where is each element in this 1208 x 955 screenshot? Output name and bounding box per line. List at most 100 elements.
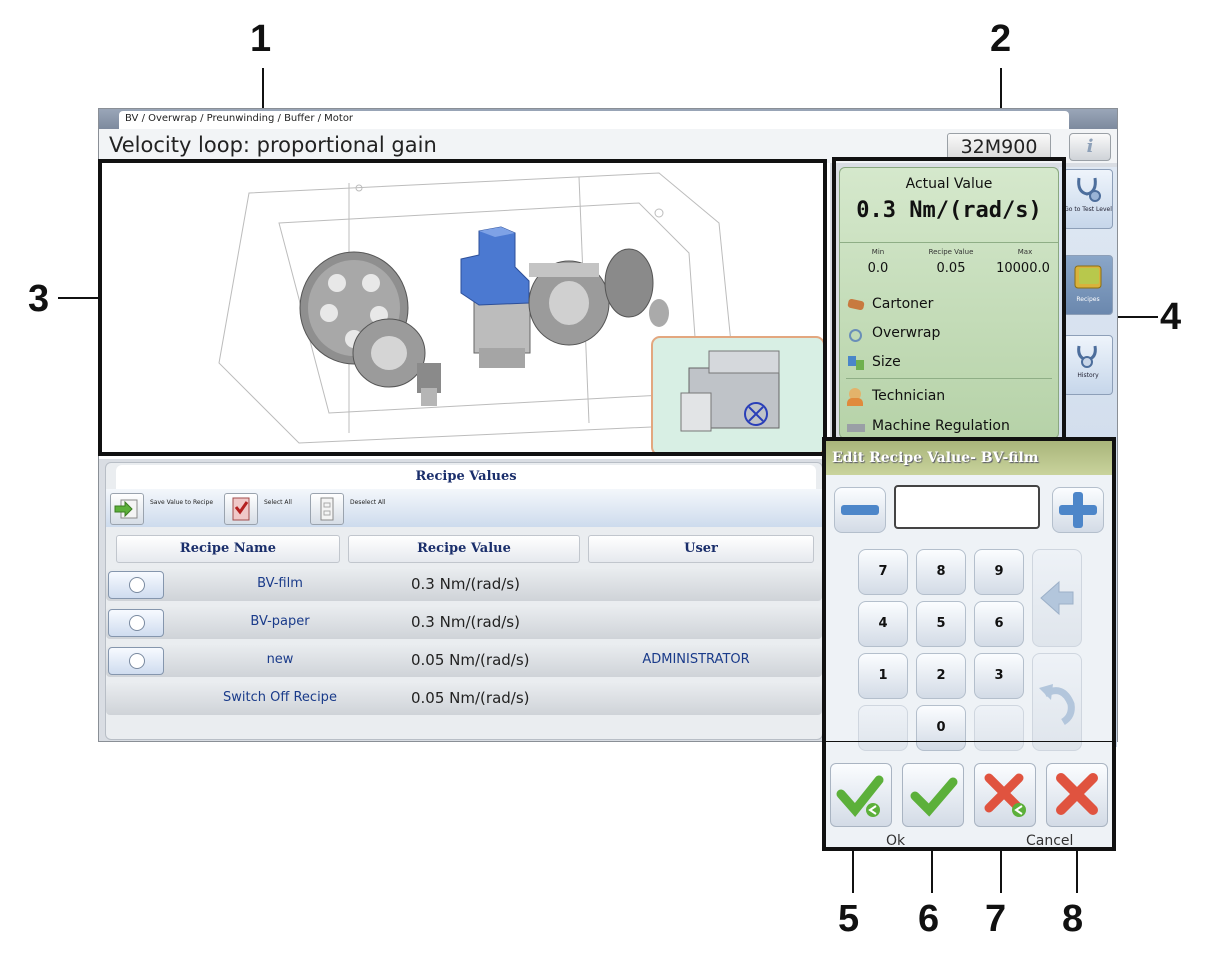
context-technician[interactable]: Technician <box>846 386 1052 410</box>
recipe-values-panel: Recipe Values Save Value to Recipe Selec… <box>105 462 823 740</box>
undo-button[interactable] <box>1032 653 1082 751</box>
key-8[interactable]: 8 <box>916 549 966 595</box>
stethoscope-icon <box>1077 177 1101 202</box>
recipe-name-cell: BV-paper <box>250 614 310 629</box>
ok-button[interactable] <box>902 763 964 827</box>
cancel-label: Cancel <box>1026 833 1074 849</box>
callout-1: 1 <box>250 18 272 60</box>
check-back-icon <box>836 775 884 818</box>
edit-recipe-value-dialog: Edit Recipe Value- BV-film 7 8 9 4 5 6 1… <box>822 437 1116 851</box>
table-row[interactable]: new 0.05 Nm/(rad/s) ADMINISTRATOR <box>106 645 822 677</box>
technician-icon <box>849 388 861 400</box>
context-overwrap[interactable]: Overwrap <box>846 323 1052 347</box>
radio-indicator <box>129 615 145 631</box>
recipe-toolbar: Save Value to Recipe Select All Deselect… <box>106 489 822 527</box>
left-reel <box>299 251 441 406</box>
info-button[interactable]: i <box>1069 133 1111 161</box>
recipe-value-cell: 0.05 Nm/(rad/s) <box>411 651 530 669</box>
key-6[interactable]: 6 <box>974 601 1024 647</box>
recipe-value-cell: 0.05 Nm/(rad/s) <box>411 689 530 707</box>
context-item-label: Technician <box>872 388 946 404</box>
column-header-user[interactable]: User <box>588 535 814 563</box>
table-row[interactable]: BV-film 0.3 Nm/(rad/s) <box>106 569 822 601</box>
recipe-value-label: Recipe Value <box>928 248 974 256</box>
ok-label: Ok <box>886 833 906 849</box>
history-button[interactable]: History <box>1063 335 1113 395</box>
technician-icon-body <box>847 398 863 406</box>
recipe-value-cell: 0.3 Nm/(rad/s) <box>411 575 520 593</box>
recipe-name-cell: BV-film <box>257 576 303 591</box>
history-icon <box>1077 345 1097 368</box>
cancel-and-back-button[interactable] <box>974 763 1036 827</box>
key-2[interactable]: 2 <box>916 653 966 699</box>
key-0[interactable]: 0 <box>916 705 966 751</box>
key-5[interactable]: 5 <box>916 601 966 647</box>
arrow-left-icon <box>1040 580 1074 616</box>
leader-line-7 <box>1000 835 1002 893</box>
context-item-label: Machine Regulation <box>872 418 1010 434</box>
actual-value-panel: Actual Value 0.3 Nm/(rad/s) Min Recipe V… <box>839 167 1059 439</box>
context-cartoner[interactable]: Cartoner <box>846 294 1052 318</box>
actual-value-label: Actual Value <box>905 176 993 192</box>
increment-button[interactable] <box>1052 487 1104 533</box>
motor-highlight <box>460 226 531 368</box>
save-to-recipe-icon <box>114 499 138 519</box>
decrement-button[interactable] <box>834 487 886 533</box>
key-9[interactable]: 9 <box>974 549 1024 595</box>
deselect-all-button[interactable] <box>310 493 344 525</box>
key-blank-right <box>974 705 1024 751</box>
size-icon <box>848 356 856 366</box>
select-all-button[interactable] <box>224 493 258 525</box>
user-cell: ADMINISTRATOR <box>642 652 750 667</box>
cross-back-icon <box>984 773 1026 817</box>
highlight-frame-actual-value <box>832 157 1066 447</box>
min-value: 0.0 <box>867 261 889 276</box>
recipes-button[interactable]: Recipes <box>1063 255 1113 315</box>
deselect-all-label: Deselect All <box>350 499 386 506</box>
save-value-to-recipe-button[interactable] <box>110 493 144 525</box>
row-select-radio[interactable] <box>108 609 164 637</box>
table-row[interactable]: Switch Off Recipe 0.05 Nm/(rad/s) <box>106 683 822 715</box>
recipe-value-cell: 0.3 Nm/(rad/s) <box>411 613 520 631</box>
recipe-book-icon <box>1074 265 1102 289</box>
side-nav-label: Go to Test Level <box>1064 206 1112 213</box>
go-to-test-level-button[interactable]: Go to Test Level <box>1063 169 1113 229</box>
divider <box>840 242 1058 243</box>
checklist-icon <box>232 497 250 521</box>
table-row[interactable]: BV-paper 0.3 Nm/(rad/s) <box>106 607 822 639</box>
callout-5: 5 <box>838 898 860 940</box>
row-select-radio[interactable] <box>108 647 164 675</box>
recipe-value: 0.05 <box>936 261 966 276</box>
key-3[interactable]: 3 <box>974 653 1024 699</box>
key-1[interactable]: 1 <box>858 653 908 699</box>
machine-thumbnail[interactable] <box>651 336 825 456</box>
undo-icon <box>1039 684 1075 726</box>
backspace-button[interactable] <box>1032 549 1082 647</box>
callout-7: 7 <box>985 898 1007 940</box>
context-size[interactable]: Size <box>846 352 1052 376</box>
callout-8: 8 <box>1062 898 1084 940</box>
value-input[interactable] <box>894 485 1040 529</box>
minus-icon <box>841 505 879 515</box>
side-nav-label: History <box>1077 372 1099 379</box>
recipe-name-cell: new <box>266 652 294 667</box>
breadcrumb-bar: BV / Overwrap / Preunwinding / Buffer / … <box>99 109 1117 129</box>
page-title: Velocity loop: proportional gain <box>109 133 437 157</box>
cancel-button[interactable] <box>1046 763 1108 827</box>
side-nav-label: Recipes <box>1076 296 1100 303</box>
dialog-divider <box>826 741 1112 742</box>
empty-list-icon <box>320 497 334 521</box>
highlight-frame-image <box>98 159 827 456</box>
ok-and-back-button[interactable] <box>830 763 892 827</box>
column-header-recipe-name[interactable]: Recipe Name <box>116 535 340 563</box>
key-7[interactable]: 7 <box>858 549 908 595</box>
context-item-label: Overwrap <box>872 325 941 341</box>
key-4[interactable]: 4 <box>858 601 908 647</box>
plus-icon-vertical <box>1073 492 1083 528</box>
column-header-recipe-value[interactable]: Recipe Value <box>348 535 580 563</box>
size-icon-part <box>856 360 864 370</box>
breadcrumb[interactable]: BV / Overwrap / Preunwinding / Buffer / … <box>119 111 1069 129</box>
row-select-radio[interactable] <box>108 571 164 599</box>
recipe-name-cell: Switch Off Recipe <box>223 690 337 705</box>
context-machine-regulation[interactable]: Machine Regulation <box>846 416 1052 438</box>
